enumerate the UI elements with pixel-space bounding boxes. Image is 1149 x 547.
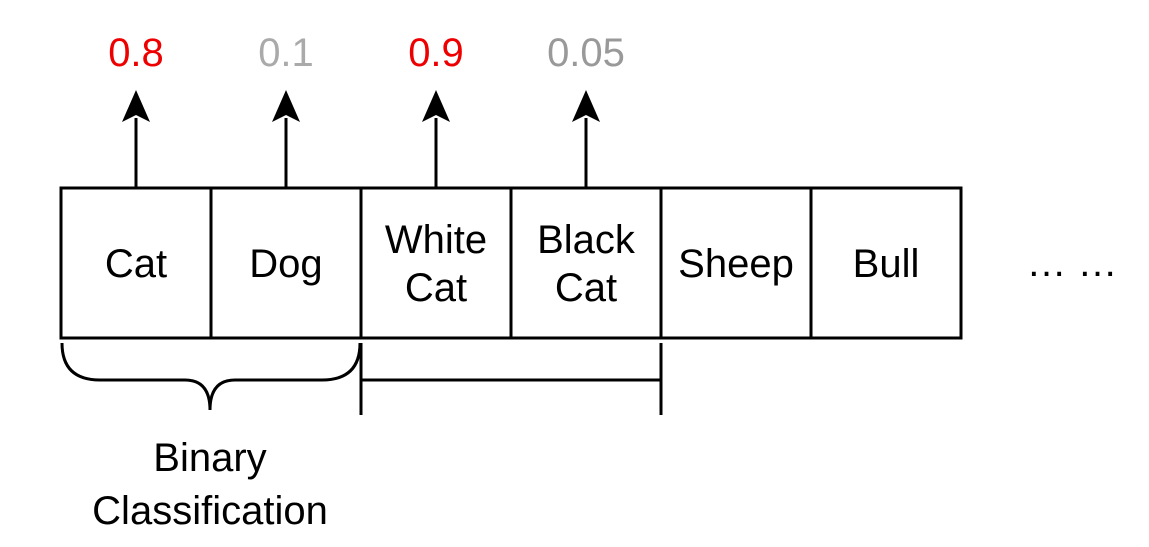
caption-line-2: Classification	[92, 489, 328, 533]
label-cell-text: Black	[537, 218, 636, 262]
label-cell-box	[509, 186, 663, 340]
score-values: 0.8 0.1 0.9 0.05	[108, 31, 625, 75]
score-arrows	[122, 90, 600, 188]
score-value: 0.9	[408, 31, 464, 75]
label-cell-box	[809, 186, 963, 340]
label-cell-text: Dog	[249, 242, 322, 286]
label-cell-text: White	[385, 218, 487, 262]
label-cell-box	[359, 186, 513, 340]
score-value: 0.8	[108, 31, 164, 75]
label-cell-text: Sheep	[678, 242, 794, 286]
score-arrow-head	[122, 90, 150, 122]
label-cell-text: Cat	[555, 266, 617, 310]
label-cell-text: Bull	[853, 242, 920, 286]
score-arrow-head	[572, 90, 600, 122]
score-value: 0.1	[258, 31, 314, 75]
caption-line-1: Binary	[153, 436, 266, 480]
more-cells-ellipsis: … …	[1026, 241, 1117, 285]
score-arrow-head	[422, 90, 450, 122]
binary-group-brace	[60, 342, 362, 411]
score-value: 0.05	[547, 31, 625, 75]
label-cell-text: Cat	[405, 266, 467, 310]
label-cell-text: Cat	[105, 242, 167, 286]
score-arrow-head	[272, 90, 300, 122]
cat-group-bracket	[359, 343, 663, 415]
